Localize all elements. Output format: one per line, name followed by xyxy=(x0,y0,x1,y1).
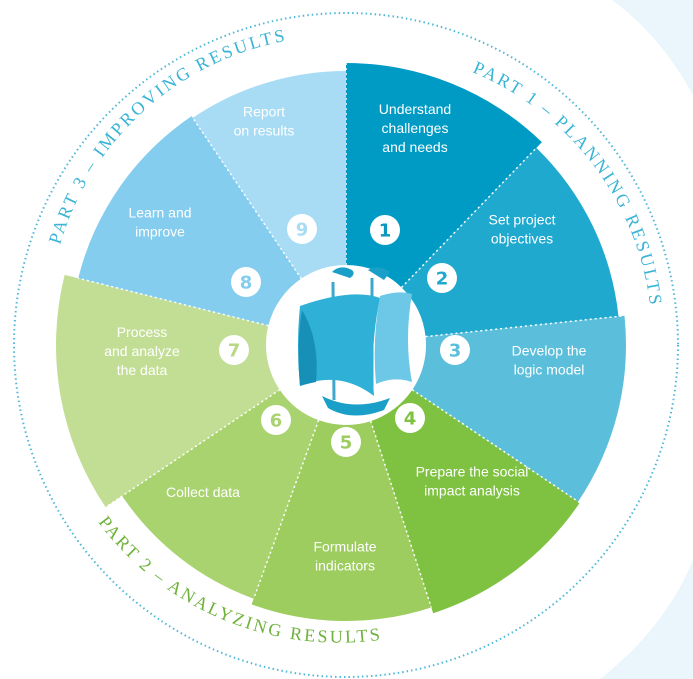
step-8-badge: 8 xyxy=(231,267,261,297)
segment-divider xyxy=(425,314,625,338)
step-4-badge: 4 xyxy=(395,403,425,433)
segment-divider xyxy=(401,147,537,288)
segment-divider xyxy=(192,117,302,280)
step-label-line: improve xyxy=(135,224,185,240)
step-2-badge: 2 xyxy=(427,263,457,293)
step-label-line: Collect data xyxy=(166,484,240,500)
step-9-badge: 9 xyxy=(287,214,317,244)
step-3-label: Develop the logic model xyxy=(512,343,587,378)
badge-number: 1 xyxy=(379,221,392,242)
badge-number: 7 xyxy=(228,341,241,362)
step-label-line: Understand xyxy=(379,101,451,117)
step-6-segment xyxy=(122,389,319,599)
step-label-line: logic model xyxy=(514,362,585,378)
badge-circle xyxy=(219,335,249,365)
step-label-line: Process xyxy=(117,324,168,340)
badge-circle xyxy=(287,214,317,244)
step-2-segment xyxy=(401,147,619,337)
step-4-segment xyxy=(370,389,580,614)
badge-number: 4 xyxy=(404,409,417,430)
corner-shade xyxy=(600,560,693,679)
segment-divider xyxy=(252,419,320,599)
step-badges: 1 2 3 4 5 6 7 8 9 xyxy=(219,214,470,457)
step-label-line: Learn and xyxy=(128,205,191,221)
step-1-badge: 1 xyxy=(370,215,400,245)
badge-circle xyxy=(231,267,261,297)
step-label-line: Report xyxy=(243,104,285,120)
step-5-label: Formulate indicators xyxy=(313,539,376,574)
badge-number: 2 xyxy=(436,269,449,290)
segment-divider xyxy=(411,389,581,504)
step-label-line: objectives xyxy=(491,231,553,247)
step-6-label: Collect data xyxy=(166,484,240,500)
step-6-badge: 6 xyxy=(261,405,291,435)
step-label-line: Develop the xyxy=(512,343,587,359)
step-label-line: Set project xyxy=(489,212,556,228)
badge-circle xyxy=(261,405,291,435)
badge-circle xyxy=(331,427,361,457)
segment-divider xyxy=(105,389,281,508)
step-9-label: Report on results xyxy=(234,104,295,139)
step-label-line: on results xyxy=(234,123,295,139)
badge-circle xyxy=(370,215,400,245)
step-label-line: the data xyxy=(117,362,168,378)
step-label-line: challenges xyxy=(382,120,449,136)
badge-number: 5 xyxy=(340,433,353,454)
badge-number: 3 xyxy=(449,341,462,362)
badge-circle xyxy=(427,263,457,293)
step-label-line: indicators xyxy=(315,558,375,574)
step-5-badge: 5 xyxy=(331,427,361,457)
badge-number: 9 xyxy=(296,220,309,241)
step-2-label: Set project objectives xyxy=(489,212,556,247)
step-label-line: and needs xyxy=(382,139,447,155)
step-4-label: Prepare the social impact analysis xyxy=(416,464,529,499)
step-7-label: Process and analyze the data xyxy=(104,324,180,378)
corner-shade xyxy=(612,0,693,95)
step-1-label: Understand challenges and needs xyxy=(379,101,451,155)
step-3-segment xyxy=(412,315,626,502)
step-7-badge: 7 xyxy=(219,335,249,365)
step-label-line: impact analysis xyxy=(424,483,520,499)
badge-number: 6 xyxy=(270,411,283,432)
badge-number: 8 xyxy=(240,273,253,294)
step-8-label: Learn and improve xyxy=(128,205,191,240)
step-label-line: and analyze xyxy=(104,343,180,359)
badge-circle xyxy=(395,403,425,433)
step-3-badge: 3 xyxy=(440,335,470,365)
sailing-ship-icon xyxy=(298,267,412,416)
step-7-segment xyxy=(55,274,280,508)
step-label-line: Formulate xyxy=(313,539,376,555)
step-label-line: Prepare the social xyxy=(416,464,529,480)
badge-circle xyxy=(440,335,470,365)
